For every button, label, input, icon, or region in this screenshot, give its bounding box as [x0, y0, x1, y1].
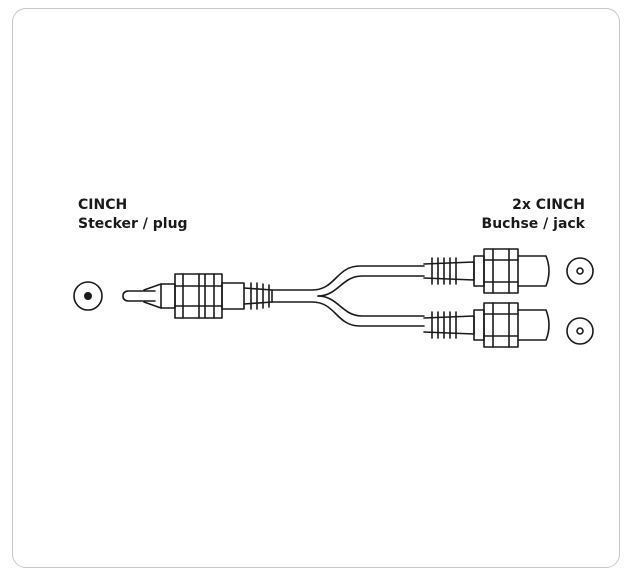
rca-jack-lower: [423, 302, 550, 348]
plug-label-subtitle: Stecker / plug: [78, 216, 188, 232]
jack-face-icon: [566, 317, 594, 345]
rca-plug: [122, 273, 245, 319]
jack-label-title: 2x CINCH: [512, 197, 585, 213]
cable-diagram: [73, 248, 594, 348]
rca-jack-upper: [423, 248, 550, 294]
strain-relief-left: [243, 282, 273, 310]
jack-label-subtitle: Buchse / jack: [481, 216, 585, 232]
plug-label-title: CINCH: [78, 197, 128, 213]
jack-label: 2x CINCH Buchse / jack: [482, 196, 585, 234]
jack-face-icon: [566, 257, 594, 285]
y-cable: [271, 265, 425, 327]
plug-face-icon: [73, 281, 103, 311]
plug-label: CINCH Stecker / plug: [78, 196, 188, 234]
